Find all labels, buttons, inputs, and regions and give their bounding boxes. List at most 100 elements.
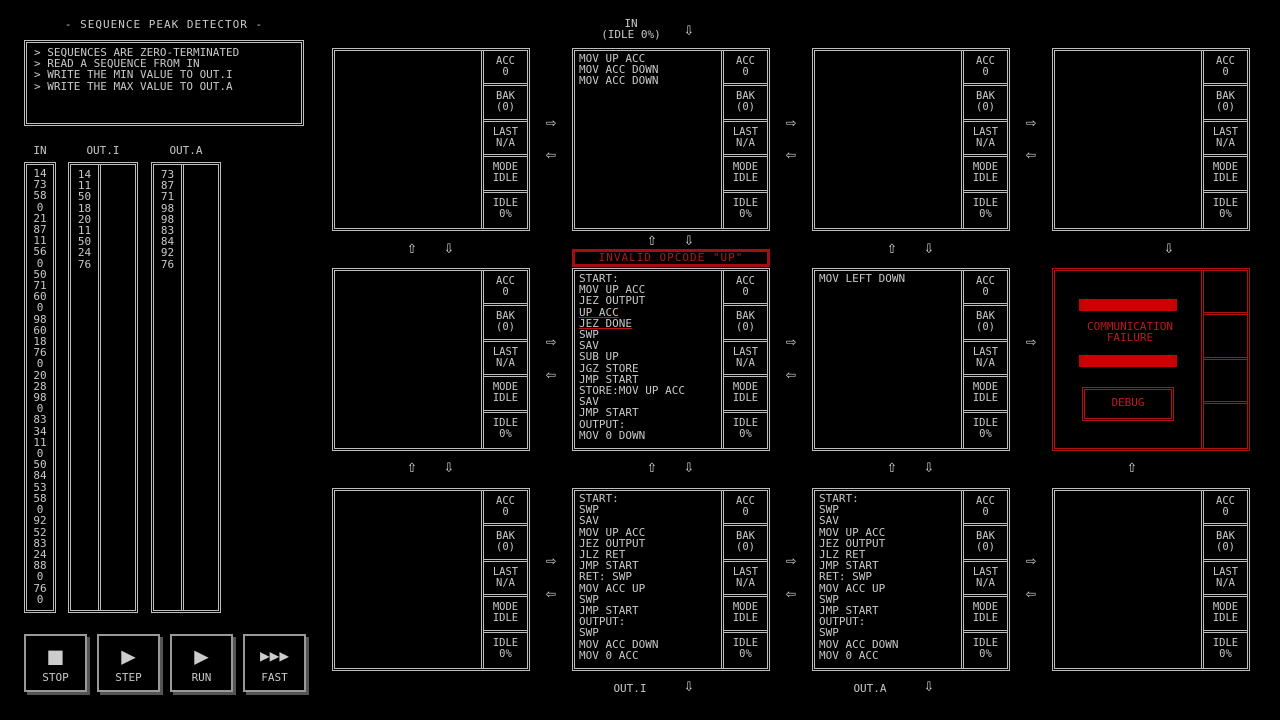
stream-value: 34	[33, 424, 47, 438]
in-port-label: IN(IDLE 0%)	[601, 17, 661, 42]
arrow-right-icon: ⇨	[545, 332, 557, 352]
register-bak: BAK(0)	[964, 86, 1007, 122]
code-line: JEZ OUTPUT	[579, 536, 646, 550]
code-line: SWP	[819, 626, 839, 640]
code-line: JEZ DONE	[579, 316, 632, 330]
arrow-right-icon: ⇨	[785, 551, 797, 571]
code-line: JEZ OUTPUT	[579, 294, 646, 308]
code-line: MOV 0 ACC	[579, 648, 639, 662]
code-line: JMP START	[819, 559, 879, 573]
code-editor[interactable]	[1057, 493, 1203, 666]
debug-button[interactable]: DEBUG	[1082, 387, 1174, 421]
register-value: IDLE	[492, 392, 519, 405]
code-line: OUTPUT:	[819, 615, 866, 629]
register-value: N/A	[496, 356, 515, 369]
register-label: BAK	[496, 90, 515, 103]
code-line: START:	[579, 272, 619, 285]
code-editor[interactable]	[337, 493, 483, 666]
stream-value: 50	[33, 458, 47, 472]
code-editor[interactable]	[817, 53, 963, 226]
stream-value: 73	[160, 168, 175, 181]
stream-value: 83	[33, 413, 47, 427]
fast-button[interactable]: ▶▶▶FAST	[243, 634, 306, 692]
out-i-stream-label: OUT.I	[86, 144, 120, 157]
arrow-down-icon: ⇩	[443, 238, 455, 258]
out-a-stream-label: OUT.A	[169, 144, 203, 157]
code-line: JMP START	[579, 559, 639, 573]
arrow-down-icon: ⇩	[683, 230, 695, 250]
register-value: IDLE	[972, 612, 999, 625]
out-a-port-label: OUT.A	[853, 682, 887, 695]
arrow-up-icon: ⇧	[646, 457, 658, 477]
code-line: MOV UP ACC	[579, 283, 646, 297]
code-line: JLZ RET	[819, 548, 866, 562]
failure-bar-icon	[1079, 355, 1177, 367]
register-label: IDLE	[492, 636, 519, 649]
out-i-port-label: OUT.I	[613, 682, 647, 695]
stream-value: 18	[33, 335, 47, 349]
code-editor[interactable]	[1057, 53, 1203, 226]
arrow-left-icon: ⇦	[545, 584, 557, 604]
code-line: SAV	[579, 395, 599, 409]
run-icon: ▶	[194, 642, 209, 670]
arrow-right-icon: ⇨	[1025, 113, 1037, 133]
code-editor[interactable]	[337, 273, 483, 446]
stream-value: 98	[33, 312, 47, 326]
register-label: MODE	[492, 601, 519, 614]
code-line: SWP	[579, 592, 599, 606]
stream-value: 18	[77, 201, 92, 215]
stream-value: 56	[33, 245, 47, 259]
register-slot	[1204, 404, 1247, 448]
register-value: 0%	[979, 427, 992, 440]
button-label: STEP	[115, 671, 142, 684]
code-line: MOV ACC UP	[819, 581, 886, 595]
step-icon: ▶	[121, 642, 136, 670]
register-label: LAST	[972, 345, 999, 358]
register-label: ACC	[976, 275, 995, 287]
register-label: MODE	[732, 381, 759, 394]
arrow-right-icon: ⇨	[545, 551, 557, 571]
register-value: N/A	[496, 576, 515, 589]
stream-value: 0	[36, 357, 44, 371]
code-line: SWP	[819, 592, 839, 606]
register-label: LAST	[492, 125, 519, 138]
stream-value: 98	[160, 201, 175, 215]
stream-value: 98	[33, 391, 47, 405]
code-editor[interactable]: MOV LEFT DOWN	[817, 273, 963, 446]
arrow-up-icon: ⇧	[1126, 457, 1138, 477]
code-line: MOV LEFT DOWN	[819, 272, 906, 285]
register-label: MODE	[492, 381, 519, 394]
register-value: IDLE	[732, 612, 759, 625]
register-value: IDLE	[492, 612, 519, 625]
arrow-left-icon: ⇦	[545, 145, 557, 165]
code-editor[interactable]	[337, 53, 483, 226]
stop-button[interactable]: ■STOP	[24, 634, 87, 692]
register-bak: BAK(0)	[484, 86, 527, 122]
register-label: MODE	[492, 161, 519, 174]
arrow-left-icon: ⇦	[785, 365, 797, 385]
register-label: BAK	[736, 310, 755, 323]
step-button[interactable]: ▶STEP	[97, 634, 160, 692]
run-button[interactable]: ▶RUN	[170, 634, 233, 692]
code-line: OUTPUT:	[579, 417, 626, 431]
stream-value: 20	[33, 368, 47, 382]
